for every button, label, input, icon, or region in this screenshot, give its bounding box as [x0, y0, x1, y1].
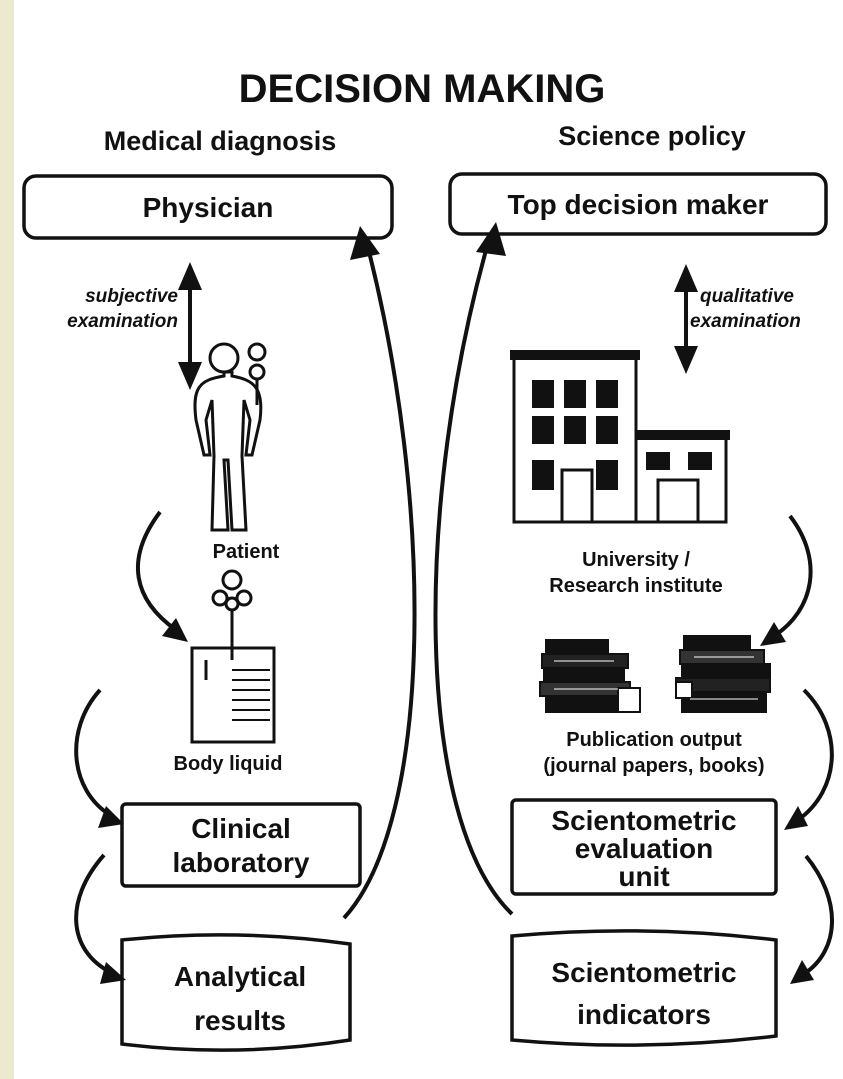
diagram-title: DECISION MAKING — [239, 67, 606, 111]
right-heading: Science policy — [558, 121, 746, 151]
unit-label: unit — [618, 861, 669, 892]
book-stack-icon — [539, 639, 641, 713]
analytical-results-document: Analytical results — [120, 933, 352, 1052]
subjective-label: subjective — [85, 286, 178, 307]
research-institute-label: Research institute — [549, 575, 722, 597]
patient-label: Patient — [213, 541, 280, 563]
book-stack-icon — [675, 635, 771, 713]
beaker-icon — [190, 646, 276, 744]
qualitative-label: qualitative — [700, 286, 794, 307]
scientometric-indicators-label: Scientometric — [551, 957, 736, 988]
building-icon — [510, 350, 730, 524]
examination-label-right: examination — [690, 311, 801, 332]
person-icon — [193, 342, 263, 532]
key-icon — [247, 342, 267, 405]
clinical-laboratory-box: Clinical laboratory — [120, 802, 362, 888]
analytical-label: Analytical — [174, 961, 306, 992]
left-double-arrow — [178, 262, 202, 390]
key-icon — [211, 569, 253, 660]
scientometric-indicators-document: Scientometric indicators — [510, 929, 778, 1047]
physician-label: Physician — [143, 192, 274, 223]
top-decision-maker-box: Top decision maker — [448, 172, 828, 236]
right-flow-arrows — [433, 222, 834, 984]
diagram-canvas: DECISION MAKING Medical diagnosis Scienc… — [14, 0, 843, 1079]
scientometric-evaluation-unit-box: Scientometric evaluation unit — [510, 798, 778, 896]
left-heading: Medical diagnosis — [104, 126, 337, 156]
decision-making-diagram: DECISION MAKING Medical diagnosis Scienc… — [22, 67, 834, 1052]
body-liquid-label: Body liquid — [174, 753, 283, 775]
laboratory-label: laboratory — [173, 847, 310, 878]
university-label: University / — [582, 549, 690, 571]
results-label: results — [194, 1005, 286, 1036]
examination-label-left: examination — [67, 311, 178, 332]
right-double-arrow — [674, 264, 698, 374]
clinical-label: Clinical — [191, 813, 291, 844]
journal-papers-label: (journal papers, books) — [543, 755, 764, 777]
left-flow-arrows — [74, 226, 417, 984]
physician-box: Physician — [22, 174, 394, 240]
indicators-label: indicators — [577, 999, 711, 1030]
publication-output-label: Publication output — [566, 729, 742, 751]
top-decision-maker-label: Top decision maker — [508, 189, 769, 220]
scientometric-label: Scientometric — [551, 805, 736, 836]
evaluation-label: evaluation — [575, 833, 713, 864]
